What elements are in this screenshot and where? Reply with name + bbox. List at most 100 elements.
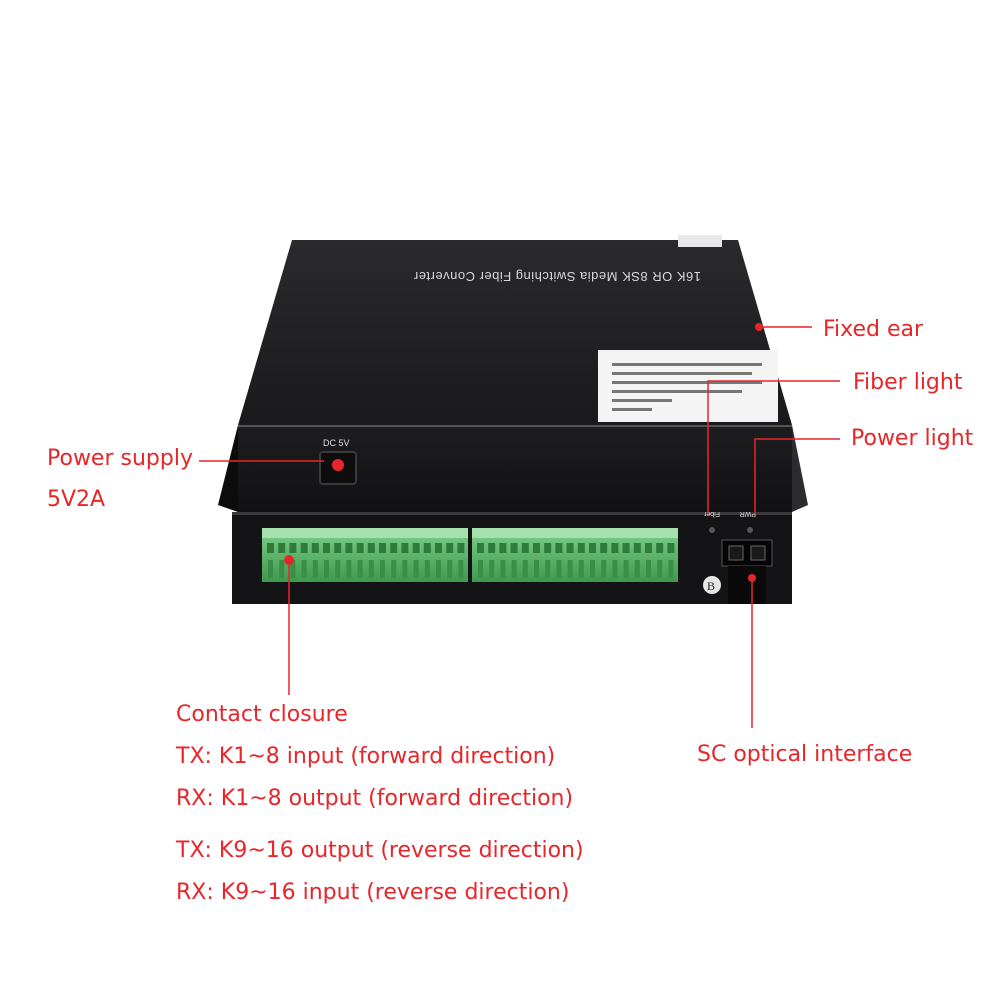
terminal-slot xyxy=(545,560,551,578)
power-light-label: Power light xyxy=(851,426,974,451)
port-letter: B xyxy=(707,579,715,593)
terminal-slot xyxy=(279,560,285,578)
terminal-screw xyxy=(379,543,386,553)
terminal-slot xyxy=(447,560,453,578)
terminal-slot xyxy=(489,560,495,578)
power-supply-label: Power supply xyxy=(47,446,193,471)
terminal-screw xyxy=(356,543,364,553)
terminal-screw xyxy=(267,543,274,553)
device-tag xyxy=(678,235,722,247)
annotation-lines xyxy=(199,326,840,728)
terminal-screw xyxy=(611,543,619,553)
terminal-slot xyxy=(657,560,663,578)
device-model-text: 16K OR 8SK Media Switching Fiber Convert… xyxy=(413,269,701,284)
contact-line-4: RX: K9~16 input (reverse direction) xyxy=(176,880,570,905)
terminal-slot xyxy=(478,560,483,578)
terminal-screw xyxy=(477,543,484,553)
terminal-slot xyxy=(368,560,374,578)
sc-optical-port: B xyxy=(703,539,773,604)
terminal-block-2 xyxy=(472,528,678,582)
terminal-slot xyxy=(623,560,629,578)
fiber-led xyxy=(709,527,715,533)
terminal-screw xyxy=(544,543,552,553)
terminal-slot xyxy=(346,560,352,578)
terminal-slot xyxy=(522,560,528,578)
terminal-slot xyxy=(646,560,651,578)
terminal-slot xyxy=(500,560,506,578)
terminal-slot xyxy=(357,560,363,578)
terminal-screw xyxy=(499,543,507,553)
terminal-slot xyxy=(578,560,584,578)
terminal-slot xyxy=(290,560,296,578)
terminal-screw xyxy=(278,543,286,553)
terminal-screw xyxy=(510,543,518,553)
terminal-slot xyxy=(301,560,307,578)
contact-line-2: RX: K1~8 output (forward direction) xyxy=(176,786,574,811)
terminal-screw xyxy=(334,543,342,553)
terminal-slot xyxy=(324,560,329,578)
terminal-slot xyxy=(424,560,430,578)
spec-sticker xyxy=(598,350,778,422)
dc-jack-label: DC 5V xyxy=(323,438,350,448)
fiber-light-label: Fiber light xyxy=(853,370,963,395)
terminal-slot xyxy=(612,560,618,578)
terminal-screw xyxy=(435,543,442,553)
terminal-screw xyxy=(345,543,353,553)
terminal-screw xyxy=(457,543,465,553)
terminal-slot xyxy=(556,560,562,578)
contact-closure-title: Contact closure xyxy=(176,702,348,727)
terminal-slot xyxy=(413,560,419,578)
terminal-slot xyxy=(668,560,674,578)
terminal-slot xyxy=(567,560,573,578)
left-side-edge xyxy=(218,425,238,512)
terminal-screw xyxy=(533,543,540,553)
terminal-screw xyxy=(323,543,330,553)
contact-line-1: TX: K1~8 input (forward direction) xyxy=(176,744,556,769)
terminal-screw xyxy=(289,543,297,553)
terminal-slot xyxy=(335,560,341,578)
terminal-screw xyxy=(577,543,585,553)
terminal-screw xyxy=(521,543,529,553)
terminal-block-1 xyxy=(262,528,468,582)
annotation-dots xyxy=(284,323,763,582)
terminal-screw xyxy=(367,543,375,553)
terminal-screw xyxy=(423,543,431,553)
terminal-screw xyxy=(311,543,319,553)
terminal-screw xyxy=(488,543,496,553)
terminal-screw xyxy=(446,543,454,553)
device-front-face xyxy=(238,425,792,512)
terminal-screw xyxy=(401,543,409,553)
terminal-screw xyxy=(390,543,398,553)
power-spec-label: 5V2A xyxy=(47,487,106,512)
terminal-slot xyxy=(534,560,539,578)
terminal-screw xyxy=(633,543,641,553)
terminal-screw xyxy=(412,543,420,553)
terminal-slot xyxy=(601,560,607,578)
terminal-screw xyxy=(300,543,308,553)
terminal-slot xyxy=(312,560,318,578)
terminal-slot xyxy=(590,560,595,578)
pwr-led-label: PWR xyxy=(740,510,756,517)
terminal-slot xyxy=(436,560,441,578)
terminal-slot xyxy=(402,560,408,578)
terminal-slot xyxy=(511,560,517,578)
front-highlight xyxy=(238,425,792,427)
terminal-screw xyxy=(656,543,664,553)
power-led xyxy=(747,527,753,533)
terminal-screw xyxy=(589,543,596,553)
terminal-slot xyxy=(268,560,273,578)
fixed-ear xyxy=(792,425,808,512)
terminal-screw xyxy=(622,543,630,553)
terminal-screw xyxy=(600,543,608,553)
terminal-slot xyxy=(634,560,640,578)
sc-interface-label: SC optical interface xyxy=(697,742,913,767)
terminal-screw xyxy=(645,543,652,553)
fixed-ear-label: Fixed ear xyxy=(823,317,924,342)
terminal-screw xyxy=(667,543,675,553)
fiber-led-label: Fiber xyxy=(703,510,720,517)
terminal-slot xyxy=(380,560,385,578)
terminal-slot xyxy=(458,560,464,578)
terminal-slot xyxy=(391,560,397,578)
terminal-screw xyxy=(555,543,563,553)
